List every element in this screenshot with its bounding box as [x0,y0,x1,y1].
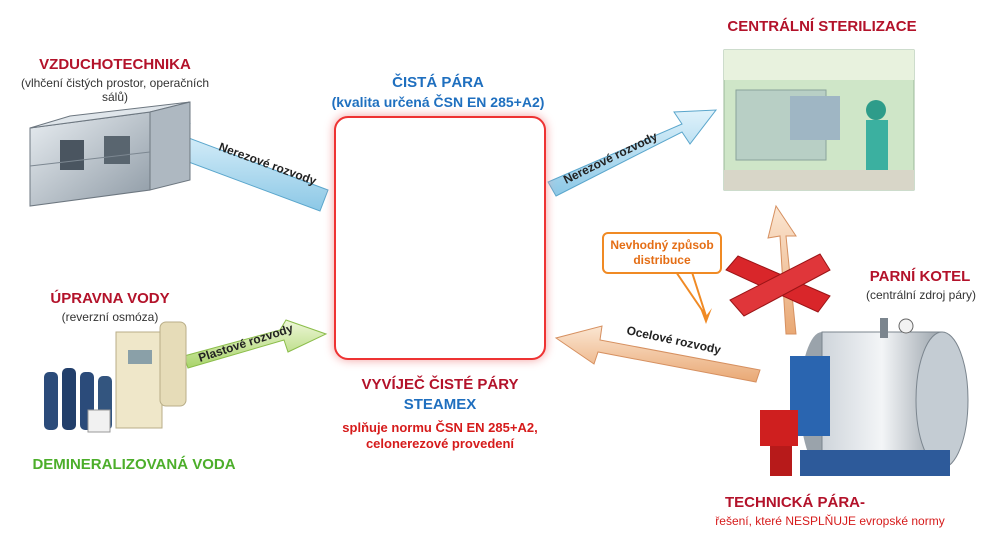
ventilation-subtitle: (vlhčení čistých prostor, operačních sál… [20,76,210,104]
red-cross-icon [725,253,831,317]
arrow-to-sterilization: Nerezové rozvody [547,109,718,197]
generator-brand: STEAMEX [403,396,477,413]
generator-title: VYVÍJEČ ČISTÉ PÁRY [361,376,519,393]
water-treatment-title: ÚPRAVNA VODY [50,290,170,307]
ventilation-unit-illustration [29,101,191,207]
arrow-boiler-to-sterilization [767,204,797,335]
distribution-callout: Nevhodný způsob distribuce [602,232,722,274]
boiler-subtitle: (centrální zdroj páry) [865,288,977,302]
technical-steam-title: TECHNICKÁ PÁRA- [725,494,865,511]
callout-line2: distribuce [633,253,691,267]
arrow-label-sterilization: Nerezové rozvody [561,129,660,187]
sterilization-title: CENTRÁLNÍ STERILIZACE [727,18,917,35]
clean-steam-title: ČISTÁ PÁRA [392,74,484,91]
generator-desc-line1: splňuje normu ČSN EN 285+A2, [342,420,538,435]
generator-desc-line2: celonerezové provedení [365,436,515,451]
water-treatment-illustration [44,321,187,433]
clean-steam-subtitle: (kvalita určená ČSN EN 285+A2) [331,94,545,110]
steam-boiler-illustration [760,318,969,476]
arrow-from-water: Plastové rozvody [183,319,328,369]
technical-steam-subtitle: řešení, které NESPLŇUJE evropské normy [715,514,945,528]
steam-generator-frame [334,116,546,360]
water-treatment-subtitle: (reverzní osmóza) [61,310,159,324]
ventilation-title: VZDUCHOTECHNIKA [39,56,191,73]
boiler-title: PARNÍ KOTEL [869,268,971,285]
arrow-from-boiler: Ocelové rozvody [554,323,761,383]
callout-pointer [670,265,712,324]
demineralized-water-label: DEMINERALIZOVANÁ VODA [32,456,236,473]
sterilization-room-photo [723,49,915,191]
callout-line1: Nevhodný způsob [610,238,714,252]
arrow-label-water: Plastové rozvody [197,321,296,365]
